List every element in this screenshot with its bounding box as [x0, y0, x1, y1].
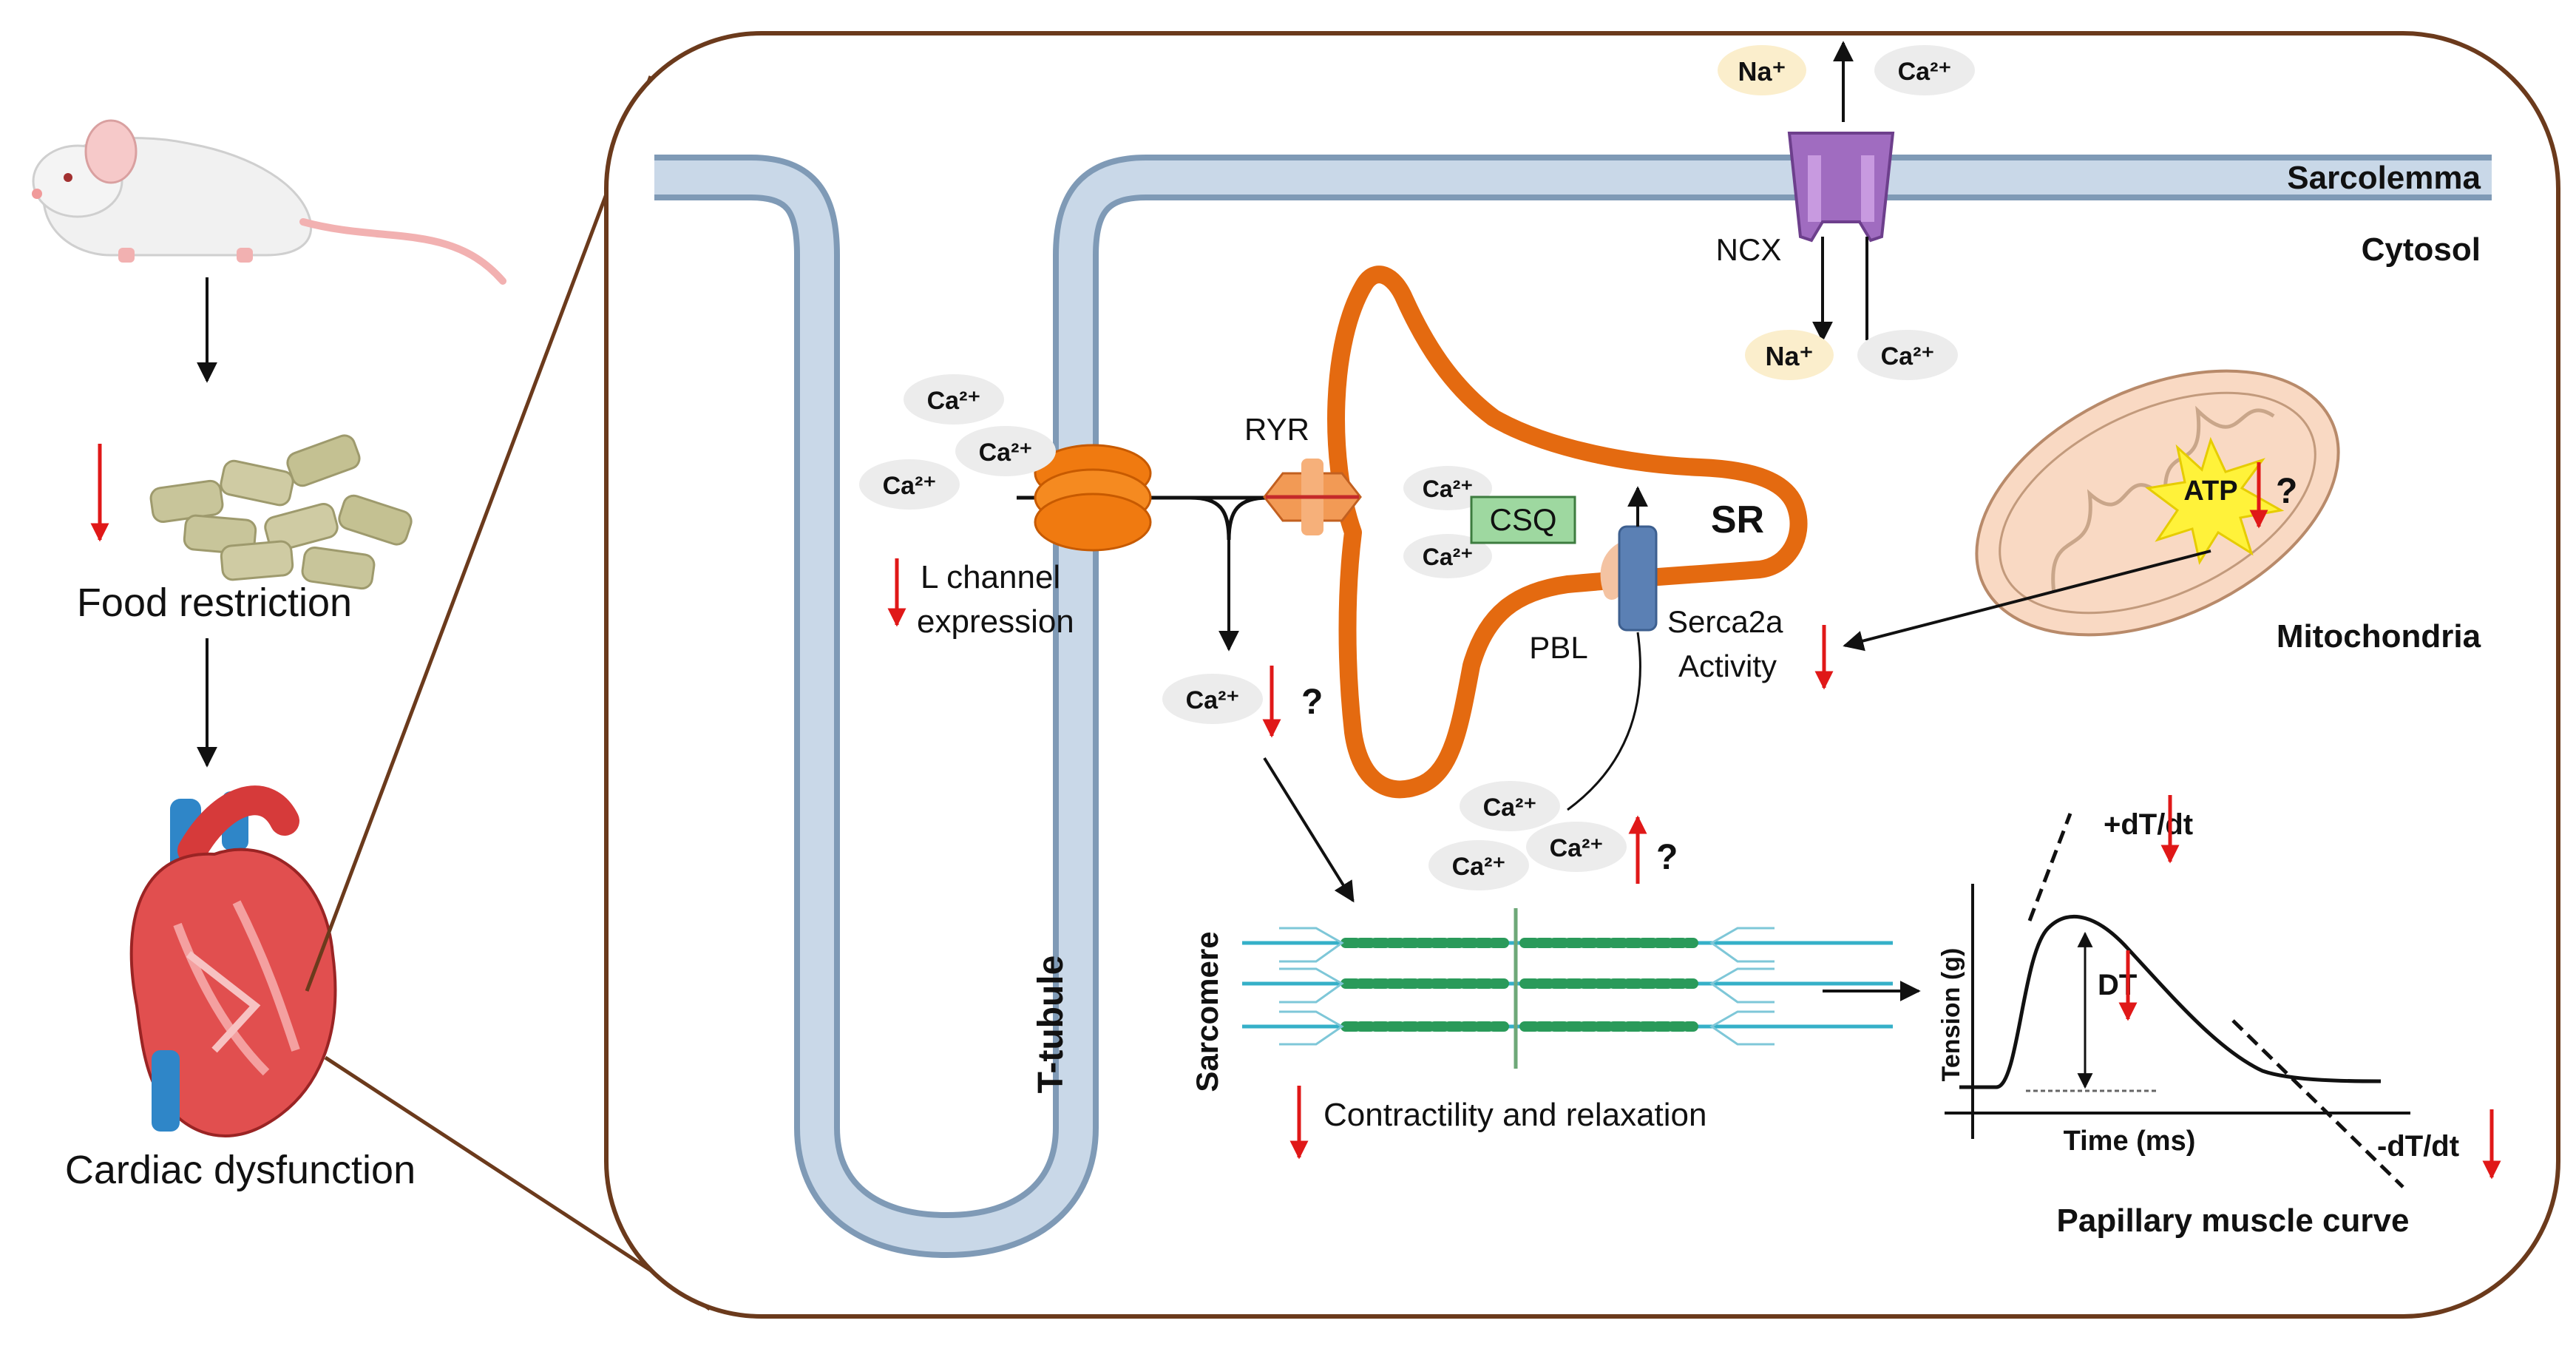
- serca-label-line2: Activity: [1678, 649, 1777, 683]
- csq-label: CSQ: [1489, 502, 1556, 537]
- ca-ion-label: Ca²⁺: [1452, 853, 1506, 881]
- ryr-channel: [1263, 459, 1362, 535]
- na-ion-top: Na⁺: [1718, 45, 1806, 95]
- heart-illustration: [129, 785, 337, 1137]
- ncx-label: NCX: [1716, 232, 1782, 267]
- food-pellets: [149, 434, 413, 590]
- ca-ion-label: Ca²⁺: [1186, 686, 1240, 714]
- l-type-channel: [1034, 444, 1152, 552]
- na-ion-label: Na⁺: [1738, 56, 1786, 87]
- atp-burst: [2145, 436, 2285, 565]
- papillary-curve-plot: [1945, 813, 2410, 1188]
- csq-protein: CSQ: [1470, 496, 1576, 544]
- sarcomere-label: Sarcomere: [1190, 931, 1224, 1092]
- question-mark: ?: [1301, 683, 1323, 722]
- curve-title: Papillary muscle curve: [2057, 1203, 2410, 1239]
- ca-ion-bottom: Ca²⁺: [1857, 330, 1958, 380]
- ca-ion-2: Ca²⁺: [955, 426, 1056, 476]
- sr-label: SR: [1711, 498, 1764, 541]
- ca-ion-label: Ca²⁺: [1881, 342, 1935, 371]
- ca-ion-3: Ca²⁺: [859, 459, 960, 510]
- minus-dtdt-label: -dT/dt: [2377, 1130, 2459, 1163]
- l-channel-label-line1: L channel: [921, 559, 1060, 595]
- t-tubule-label: T-tubule: [1031, 956, 1071, 1094]
- mitochondria-label: Mitochondria: [2277, 618, 2481, 655]
- t-tubule-membrane-fill: [654, 160, 2492, 1252]
- ca-ion-label: Ca²⁺: [1898, 58, 1952, 86]
- zoom-line-top: [305, 75, 653, 992]
- arrow-atp-to-serca: [1843, 549, 2211, 652]
- ca-ion-label: Ca²⁺: [979, 439, 1033, 467]
- cardiac-dysfunction-label: Cardiac dysfunction: [65, 1148, 416, 1192]
- ca-ion-sr-1: Ca²⁺: [1403, 466, 1492, 510]
- serca-label-line1: Serca2a: [1667, 604, 1783, 639]
- ca-ion-label: Ca²⁺: [927, 387, 981, 415]
- ryr-label: RYR: [1244, 412, 1309, 447]
- l-channel-label-line2: expression: [917, 603, 1074, 640]
- cytosol-label: Cytosol: [2362, 231, 2481, 268]
- atp-label: ATP: [2183, 476, 2237, 507]
- dt-label: DT: [2098, 969, 2137, 1001]
- ncx-exchanger: [1787, 132, 1895, 243]
- ca-ion-label: Ca²⁺: [1550, 834, 1604, 862]
- arrow-ca-to-sarcomere: [1263, 757, 1355, 903]
- ca-ion-4: Ca²⁺: [1460, 781, 1560, 831]
- time-axis-label: Time (ms): [2064, 1126, 2196, 1157]
- na-ion-bottom: Na⁺: [1745, 330, 1834, 380]
- food-restriction-label: Food restriction: [77, 581, 352, 625]
- pbl-label: PBL: [1529, 630, 1587, 665]
- contractility-label: Contractility and relaxation: [1323, 1097, 1706, 1133]
- ca-ion-label: Ca²⁺: [1423, 476, 1473, 502]
- ca-ion-top: Ca²⁺: [1874, 45, 1975, 95]
- ca-ion-6: Ca²⁺: [1428, 840, 1529, 890]
- question-mark: ?: [2276, 472, 2297, 511]
- l-channel-split: [1190, 496, 1269, 541]
- plus-dtdt-label: +dT/dt: [2104, 808, 2193, 841]
- na-ion-label: Na⁺: [1765, 341, 1813, 371]
- sarcolemma-label: Sarcolemma: [2287, 160, 2481, 196]
- mitochondria-illustration: [1975, 369, 2340, 637]
- ca-ion-label: Ca²⁺: [1423, 544, 1473, 570]
- mouse-illustration: [32, 119, 506, 285]
- ca-ion-1: Ca²⁺: [904, 374, 1004, 425]
- ca-reuptake-path: [1567, 632, 1641, 811]
- ca-ion-sr-2: Ca²⁺: [1403, 534, 1492, 578]
- ca-ion-label: Ca²⁺: [883, 472, 937, 500]
- question-mark: ?: [1656, 838, 1678, 877]
- ca-ion-cytosol: Ca²⁺: [1162, 674, 1263, 724]
- ca-ion-label: Ca²⁺: [1483, 794, 1537, 822]
- tension-axis-label: Tension (g): [1937, 948, 1965, 1082]
- serca-pump: [1618, 525, 1658, 632]
- ca-ion-5: Ca²⁺: [1526, 822, 1627, 872]
- sarcomere-illustration: [1242, 908, 1893, 1069]
